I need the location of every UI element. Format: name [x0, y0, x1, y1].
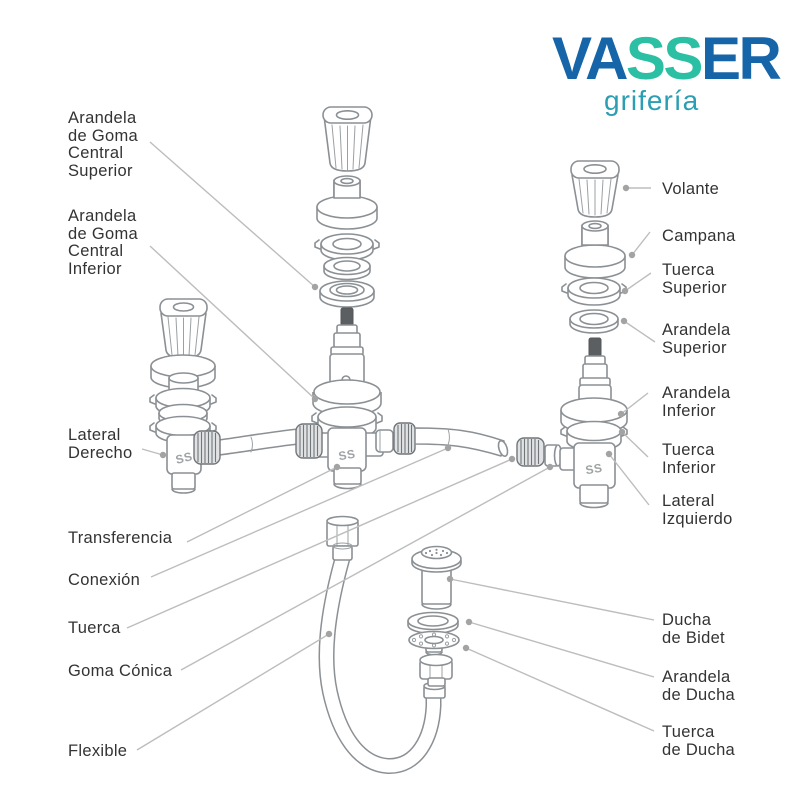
goma-conica-drawing: [544, 444, 563, 467]
label-conexion: Conexión: [68, 571, 141, 589]
wordmark-part1: VA: [552, 25, 628, 92]
label-arandela-goma-central-inferior: Arandela de Goma Central Inferior: [68, 207, 138, 278]
label-campana: Campana: [662, 227, 736, 245]
leader-dot-arandela-de-ducha: [465, 618, 473, 626]
leader-arandela-superior: [623, 320, 656, 343]
leader-tuerca-superior: [624, 272, 652, 292]
ducha-de-bidet-drawing: [411, 545, 462, 610]
left-valve-marking: SS: [174, 449, 194, 467]
leader-dot-tuerca: [508, 455, 516, 463]
leader-dot-flexible: [325, 630, 333, 638]
tuerca-de-ducha-drawing: [419, 653, 453, 687]
leader-arandela-inferior: [620, 392, 649, 415]
leader-ducha-de-bidet: [449, 578, 655, 621]
label-arandela-goma-central-superior: Arandela de Goma Central Superior: [68, 109, 138, 180]
label-tuerca-superior: Tuerca Superior: [662, 261, 727, 297]
shower-plate-drawing: [408, 630, 460, 656]
leader-conexion: [150, 447, 449, 578]
leader-tuerca: [126, 458, 513, 629]
transferencia-drawing: SS: [295, 106, 416, 490]
leader-dot-tuerca-de-ducha: [462, 644, 470, 652]
label-tuerca-de-ducha: Tuerca de Ducha: [662, 723, 736, 759]
leader-dot-lateral-derecho: [159, 451, 167, 459]
leader-campana: [631, 231, 651, 256]
leader-dot-tuerca-superior: [621, 287, 629, 295]
label-arandela-inferior: Arandela Inferior: [662, 384, 731, 420]
leader-arandela-goma-central-inferior: [149, 245, 316, 400]
leader-arandela-goma-central-superior: [149, 141, 316, 288]
leader-dot-arandela-inferior: [617, 410, 625, 418]
conexion-drawing: [414, 427, 563, 467]
center-valve-marking: SS: [337, 447, 356, 464]
leader-lateral-derecho: [141, 448, 164, 456]
spray-holes: [424, 548, 449, 557]
label-goma-conica: Goma Cónica: [68, 662, 173, 680]
leader-tuerca-inferior: [621, 431, 649, 458]
leader-dot-conexion: [444, 444, 452, 452]
label-arandela-de-ducha: Arandela de Ducha: [662, 668, 736, 704]
brand-tagline: grifería: [604, 85, 700, 116]
leader-dot-ducha-de-bidet: [446, 575, 454, 583]
right-valve-marking: SS: [584, 461, 603, 478]
tuerca-drawing: [516, 437, 545, 467]
label-lateral-izquierdo: Lateral Izquierdo: [662, 492, 733, 528]
leader-dot-campana: [628, 251, 636, 259]
brand-wordmark: VASSER: [552, 29, 782, 89]
arandela-de-ducha-drawing: [407, 611, 459, 635]
leader-dot-arandela-goma-central-superior: [311, 283, 319, 291]
leader-goma-conica: [180, 466, 551, 671]
label-lateral-derecho: Lateral Derecho: [68, 426, 133, 462]
label-tuerca: Tuerca: [68, 619, 121, 637]
leader-dot-lateral-izquierdo: [605, 450, 613, 458]
label-transferencia: Transferencia: [68, 529, 173, 547]
label-flexible: Flexible: [68, 742, 128, 760]
leader-dot-arandela-goma-central-inferior: [311, 395, 319, 403]
leader-dot-arandela-superior: [620, 317, 628, 325]
lateral-izquierdo-drawing: SS: [559, 160, 628, 509]
leader-dot-transferencia: [333, 463, 341, 471]
leader-dot-goma-conica: [546, 463, 554, 471]
leader-flexible: [136, 633, 330, 751]
leader-lines: [126, 141, 656, 751]
lateral-derecho-drawing: SS: [149, 298, 299, 494]
leader-dot-tuerca-inferior: [618, 428, 626, 436]
leader-arandela-de-ducha: [468, 621, 655, 678]
leader-tuerca-de-ducha: [465, 647, 655, 732]
leader-transferencia: [186, 466, 338, 543]
brand-logo: VASSER grifería: [552, 29, 782, 116]
leader-lateral-izquierdo: [608, 453, 650, 506]
flexible-drawing: [318, 515, 446, 774]
leader-dot-volante: [622, 184, 630, 192]
wordmark-part3: ER: [700, 25, 782, 92]
label-volante: Volante: [662, 180, 720, 198]
label-arandela-superior: Arandela Superior: [662, 321, 731, 357]
label-ducha-de-bidet: Ducha de Bidet: [662, 611, 725, 647]
wordmark-part2: SS: [625, 25, 704, 92]
label-tuerca-inferior: Tuerca Inferior: [662, 441, 716, 477]
